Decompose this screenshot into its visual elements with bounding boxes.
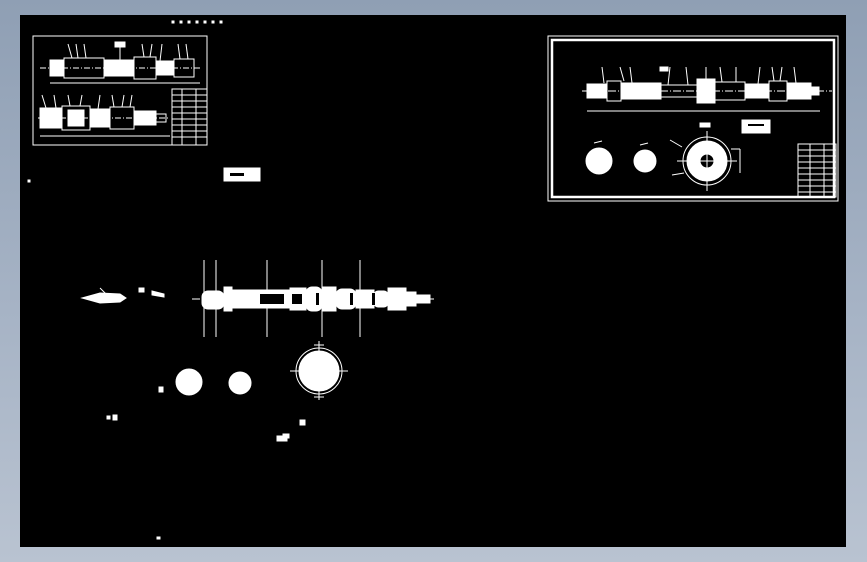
cad-model-space[interactable] bbox=[20, 15, 846, 547]
shaft-part-elevation bbox=[582, 66, 832, 112]
sheet-outer-frame bbox=[547, 35, 839, 202]
small-label-block bbox=[223, 167, 261, 182]
large-circle-with-centerlines bbox=[290, 341, 348, 400]
gear-circle-with-dimensions bbox=[669, 122, 741, 191]
cad-drawing-svg bbox=[27, 20, 839, 540]
title-block-table bbox=[171, 88, 208, 146]
sheet-top-right[interactable] bbox=[547, 35, 839, 202]
section-circle-1 bbox=[585, 140, 613, 175]
small-fragment-left bbox=[80, 287, 165, 304]
section-circle-2 bbox=[228, 371, 252, 395]
sheet-top-left[interactable] bbox=[32, 35, 208, 146]
shaft-assembly-section bbox=[38, 94, 170, 137]
section-circle-2 bbox=[633, 142, 657, 173]
section-circle-1 bbox=[158, 368, 203, 396]
top-dimension-ticks bbox=[171, 20, 223, 24]
note-block bbox=[741, 119, 771, 134]
shaft-elevation bbox=[192, 260, 434, 337]
scattered-fragments bbox=[27, 179, 306, 540]
sheet-inner-frame bbox=[550, 38, 836, 199]
loose-geometry[interactable] bbox=[27, 179, 434, 540]
title-block-table bbox=[797, 143, 837, 198]
shaft-assembly-elevation bbox=[40, 41, 200, 84]
